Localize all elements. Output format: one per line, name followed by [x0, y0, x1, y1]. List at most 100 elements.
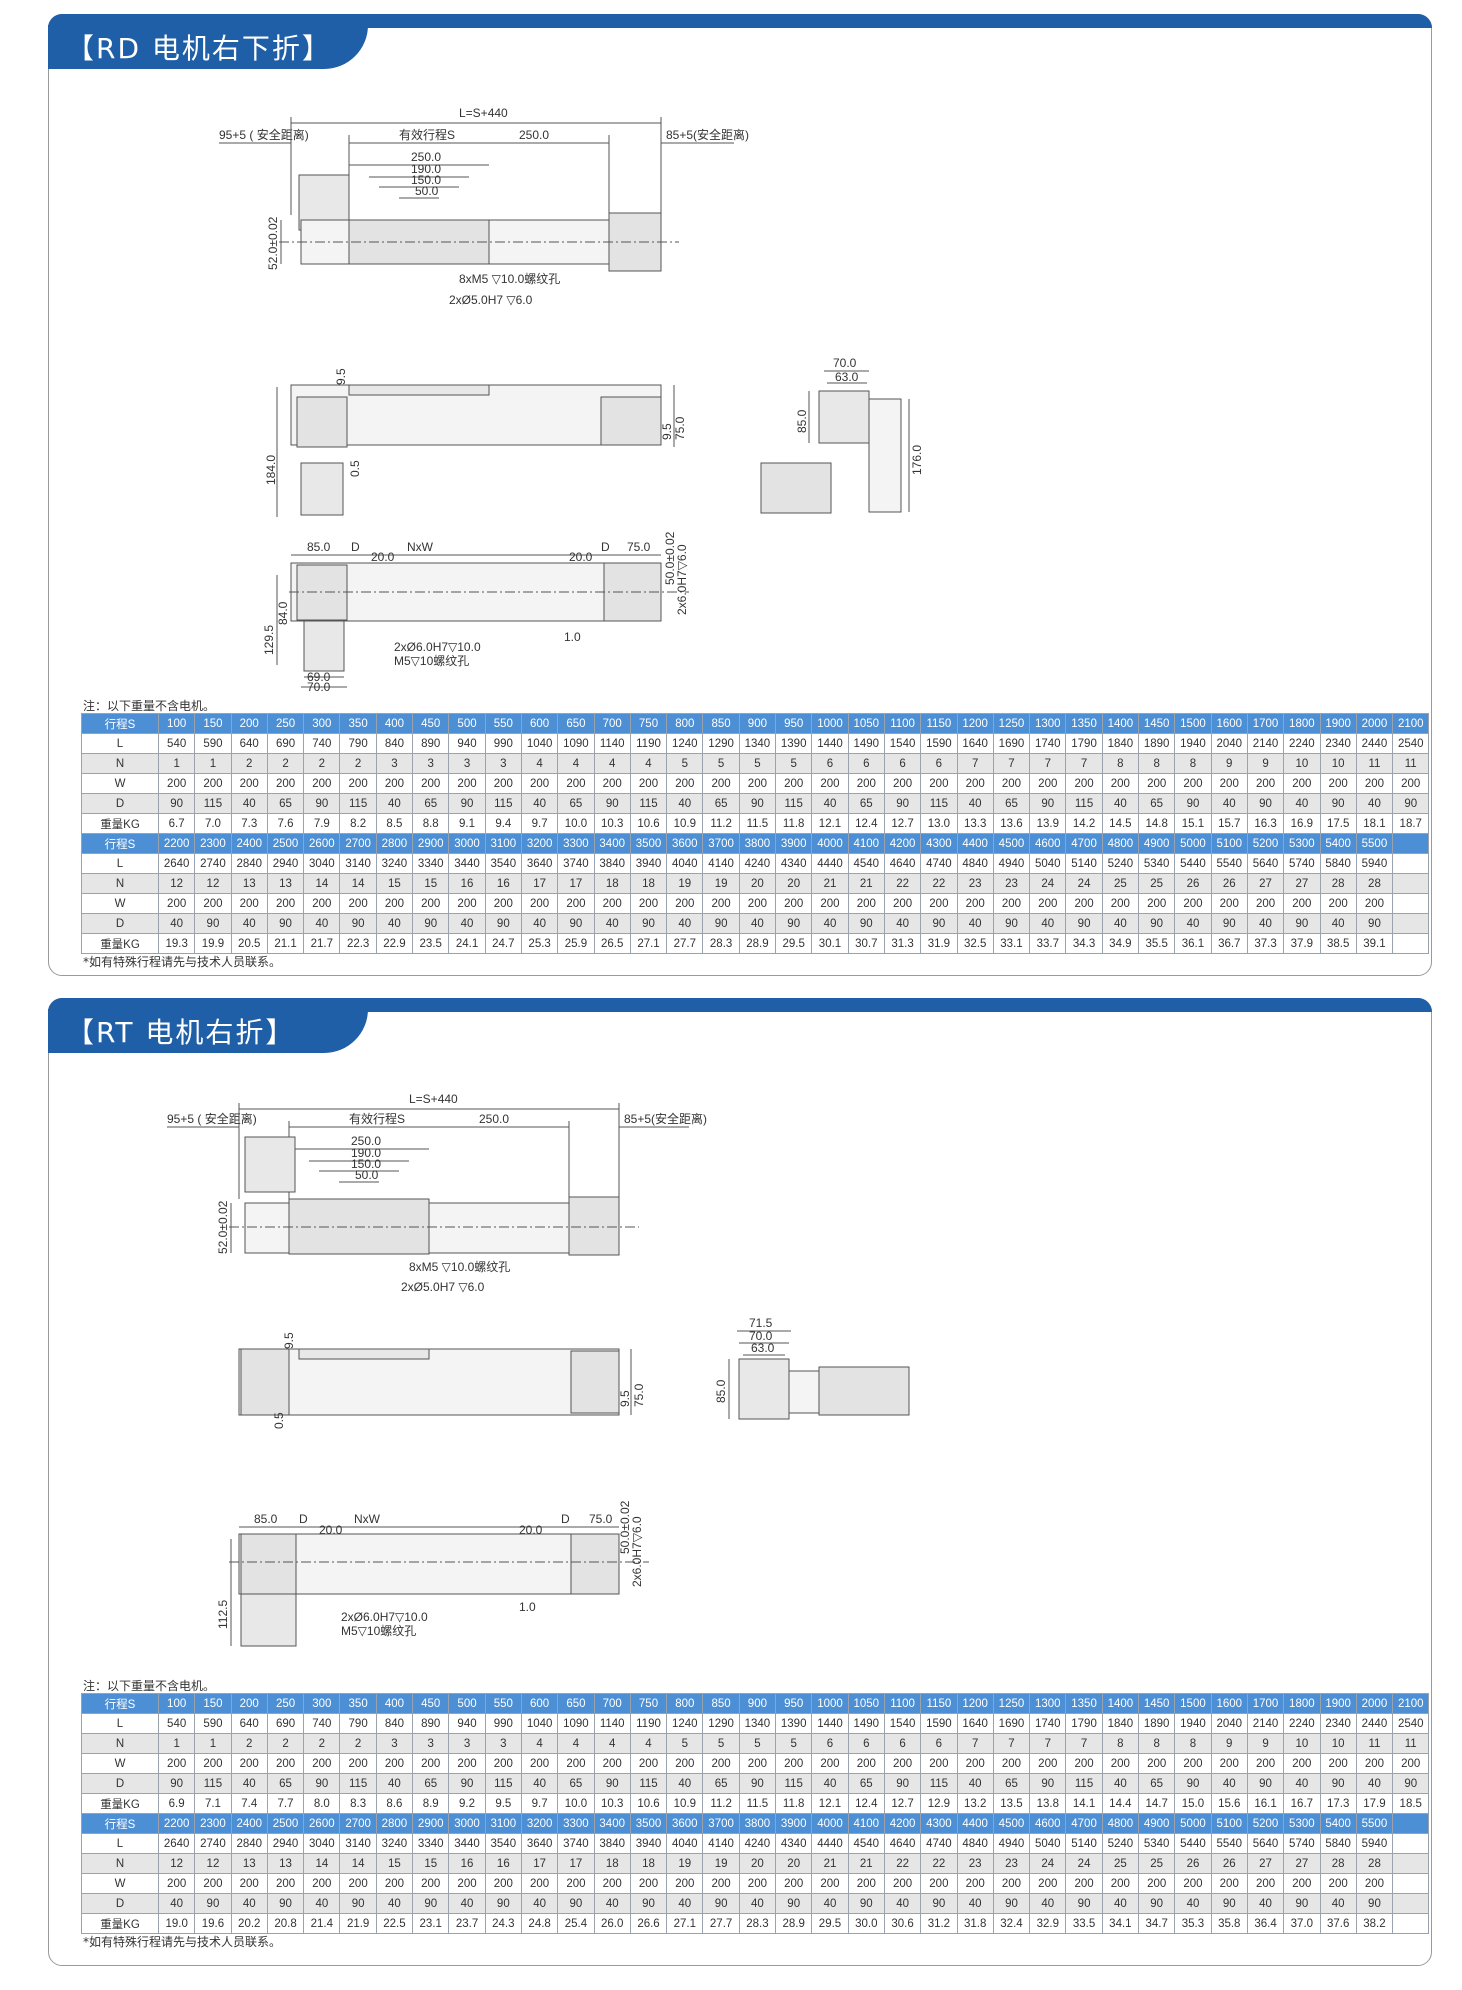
footnote: *如有特殊行程请先与技术人员联系。	[83, 1935, 282, 1949]
table-cell: 3000	[448, 1813, 486, 1834]
table-cell: 115	[1065, 793, 1103, 814]
table-cell: 24.8	[520, 1913, 559, 1934]
table-cell: 26	[1210, 873, 1248, 894]
table-cell: 4200	[883, 833, 922, 854]
table-cell: 200	[520, 773, 559, 794]
table-cell: 200	[702, 773, 740, 794]
table-cell: 9.2	[448, 1793, 486, 1814]
table-cell: 5	[738, 753, 777, 774]
table-cell: 200	[230, 1693, 268, 1714]
table-cell: 17.3	[1319, 1793, 1357, 1814]
table-cell: 200	[775, 773, 813, 794]
table-cell: 8.3	[339, 1793, 377, 1814]
table-cell: 200	[593, 1873, 631, 1894]
table-cell: 22.3	[339, 933, 377, 954]
table-cell: 90	[557, 1893, 595, 1914]
table-cell: 6.9	[157, 1793, 196, 1814]
table-cell: 90	[920, 1893, 958, 1914]
table-cell: 25	[1138, 1853, 1176, 1874]
table-cell: 4700	[1065, 1813, 1103, 1834]
table-cell: 2600	[303, 1813, 341, 1834]
table-cell: 38.2	[1355, 1913, 1394, 1934]
table-cell: 18	[629, 1853, 668, 1874]
table-cell: 8	[1101, 1733, 1140, 1754]
table-cell: 39.1	[1355, 933, 1394, 954]
table-cell: 40	[303, 913, 341, 934]
table-cell	[1392, 833, 1430, 854]
table-cell: 4900	[1138, 833, 1176, 854]
table-cell: 21	[811, 1853, 849, 1874]
table-cell: 200	[375, 773, 414, 794]
table-cell: 19.6	[194, 1913, 232, 1934]
table-cell: 40	[666, 1773, 704, 1794]
table-cell: 21	[847, 1853, 885, 1874]
table-cell: 2700	[339, 1813, 377, 1834]
table-cell: 2	[230, 753, 268, 774]
table-cell: 1940	[1174, 1713, 1212, 1734]
table-cell: 5500	[1355, 833, 1394, 854]
table-cell: 23	[956, 873, 994, 894]
table-cell: 640	[230, 1713, 268, 1734]
table-cell: 90	[1138, 913, 1176, 934]
table-cell: 200	[847, 893, 885, 914]
table-cell: 28	[1319, 873, 1357, 894]
dim-side-9-5: 9.5	[282, 1332, 296, 1349]
table-cell: 1500	[1174, 1693, 1212, 1714]
table-cell: 900	[738, 713, 777, 734]
table-cell: 300	[303, 1693, 341, 1714]
table-cell: 200	[339, 893, 377, 914]
dim-right-safety: 85+5(安全距离)	[666, 127, 749, 142]
table-cell: 1340	[738, 1713, 777, 1734]
table-cell: 5640	[1246, 1833, 1285, 1854]
table-cell: 200	[1174, 893, 1212, 914]
table-cell: 2700	[339, 833, 377, 854]
table-cell: 4840	[956, 853, 994, 874]
row-label: 重量KG	[81, 813, 159, 834]
table-cell: 3340	[412, 1833, 450, 1854]
table-cell: 200	[1138, 1873, 1176, 1894]
table-cell: 65	[1138, 1773, 1176, 1794]
table-cell: 1250	[992, 1693, 1031, 1714]
table-cell: 3940	[629, 853, 668, 874]
table-cell: 4440	[811, 1833, 849, 1854]
table-cell: 11.2	[702, 813, 740, 834]
table-cell: 4500	[992, 1813, 1031, 1834]
table-cell: 200	[557, 773, 595, 794]
table-cell: 3300	[557, 833, 595, 854]
table-cell: 40	[811, 793, 849, 814]
table-cell: 200	[593, 1753, 631, 1774]
section-rt: 【RT 电机右折】	[48, 998, 1432, 1966]
table-cell: 7	[1065, 753, 1103, 774]
table-cell: 1390	[775, 1713, 813, 1734]
row-label: N	[81, 1733, 159, 1754]
table-cell: 300	[303, 713, 341, 734]
table-cell: 3100	[484, 833, 522, 854]
footnote: *如有特殊行程请先与技术人员联系。	[83, 955, 282, 969]
table-cell: 200	[1210, 773, 1248, 794]
table-cell: 700	[593, 1693, 631, 1714]
dim-end-70: 70.0	[833, 356, 857, 370]
table-cell: 65	[847, 1773, 885, 1794]
table-cell: 1540	[883, 733, 922, 754]
table-cell: 3500	[629, 833, 668, 854]
table-cell: 850	[702, 713, 740, 734]
table-cell: 690	[266, 1713, 305, 1734]
dim-bot-20a: 20.0	[371, 550, 395, 564]
table-cell: 40	[157, 1893, 196, 1914]
table-cell: 4440	[811, 853, 849, 874]
table-cell: 2400	[230, 833, 268, 854]
table-cell: 12.4	[847, 1793, 885, 1814]
table-cell: 17.9	[1355, 1793, 1394, 1814]
table-cell: 3	[412, 753, 450, 774]
table-cell: 3400	[593, 1813, 631, 1834]
table-cell: 6	[811, 753, 849, 774]
row-label: W	[81, 1873, 159, 1894]
table-cell: 1700	[1246, 713, 1285, 734]
table-cell: 1050	[847, 713, 885, 734]
table-cell: 40	[230, 793, 268, 814]
table-cell: 200	[266, 1753, 305, 1774]
dim-side-184: 184.0	[264, 455, 278, 485]
